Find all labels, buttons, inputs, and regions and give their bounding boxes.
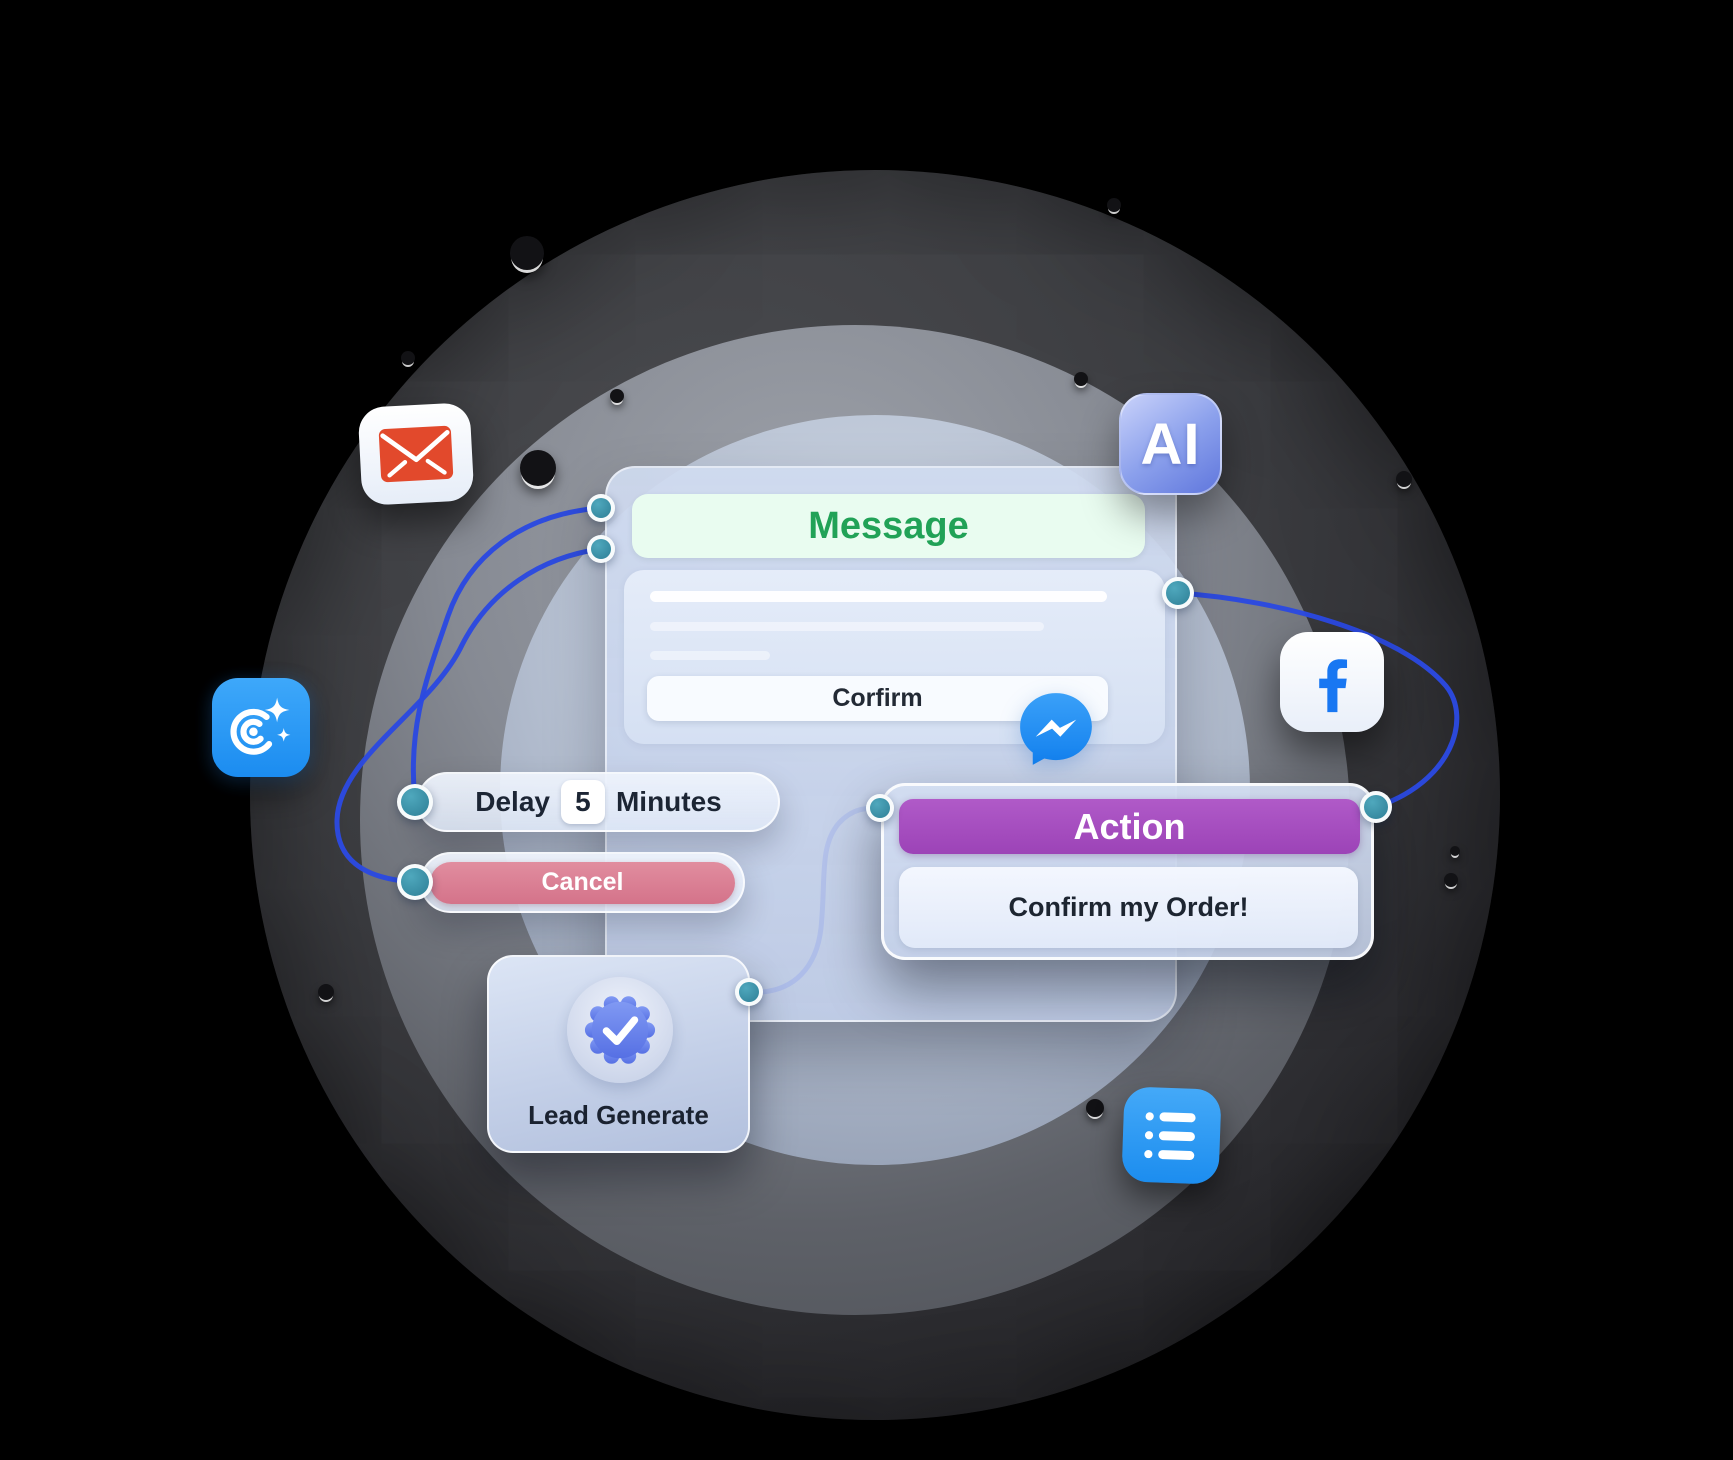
confirm-order-button[interactable]: Confirm my Order!: [899, 867, 1358, 948]
orbit-dot: [1396, 471, 1412, 487]
orbit-dot: [1086, 1099, 1104, 1117]
orbit-dot: [1107, 198, 1121, 212]
delay-prefix-label: Delay: [475, 786, 550, 817]
delay-suffix-label: Minutes: [615, 786, 722, 817]
orbit-dot: [610, 389, 624, 403]
orbit-dot: [520, 450, 556, 486]
target-sparkles-icon[interactable]: [212, 678, 310, 777]
target-sparkles-glyph: [230, 697, 291, 755]
handle-message-left-2[interactable]: [587, 535, 615, 563]
wire-message-to-action: [1175, 590, 1460, 810]
handle-delay[interactable]: [397, 784, 433, 820]
messenger-bubble-icon[interactable]: [1017, 689, 1095, 769]
verified-check-seal-icon: [584, 996, 656, 1064]
confirm-button[interactable]: Corfirm: [647, 676, 1108, 721]
orbit-dot: [401, 351, 415, 365]
facebook-f-icon[interactable]: [1280, 632, 1384, 732]
orbit-dot: [1444, 873, 1458, 887]
lead-generate-label: Lead Generate: [528, 1100, 709, 1130]
delay-value-field[interactable]: 5: [560, 780, 605, 824]
orbit-dot: [510, 236, 544, 270]
cancel-node: Cancel: [420, 852, 745, 913]
delay-node[interactable]: Delay 5 Minutes: [417, 772, 780, 832]
ai-badge-label: AI: [1140, 411, 1201, 477]
list-bullets-icon[interactable]: [1121, 1086, 1222, 1185]
handle-message-left-1[interactable]: [587, 494, 615, 522]
ai-badge-icon[interactable]: AI: [1119, 393, 1222, 495]
handle-lead-generate[interactable]: [735, 978, 763, 1006]
action-node-header: Action: [899, 799, 1360, 854]
confirm-order-button-label: Confirm my Order!: [1008, 892, 1249, 922]
cancel-button[interactable]: Cancel: [430, 861, 735, 904]
wire-message-to-cancel: [334, 546, 604, 885]
action-node-title: Action: [1073, 805, 1186, 847]
handle-message-right[interactable]: [1162, 577, 1194, 609]
skeleton-text-line: [650, 651, 770, 660]
handle-action-right[interactable]: [1360, 791, 1392, 823]
list-bullets-glyph: [1143, 1111, 1196, 1160]
lead-generate-node[interactable]: Lead Generate: [487, 955, 750, 1153]
confirm-button-label: Corfirm: [832, 684, 923, 712]
skeleton-text-line: [650, 622, 1044, 631]
cancel-button-label: Cancel: [541, 868, 624, 896]
message-node-title: Message: [808, 504, 969, 547]
orbit-dot: [1450, 846, 1460, 856]
envelope-glyph: [378, 425, 454, 483]
handle-cancel[interactable]: [397, 864, 433, 900]
email-envelope-icon[interactable]: [357, 402, 475, 506]
message-node-card: Message Corfirm: [605, 466, 1177, 1022]
handle-action-left[interactable]: [866, 794, 894, 822]
message-node-header: Message: [632, 494, 1145, 558]
skeleton-text-line: [650, 591, 1107, 602]
facebook-f-glyph: [1319, 659, 1348, 713]
lead-badge-halo: [567, 977, 673, 1083]
action-node-card: Action Confirm my Order!: [881, 783, 1374, 960]
wire-message-to-delay: [410, 505, 604, 805]
orbit-dot: [1074, 372, 1088, 386]
message-node-body: Corfirm: [624, 570, 1165, 765]
orbit-dot: [318, 984, 334, 1000]
